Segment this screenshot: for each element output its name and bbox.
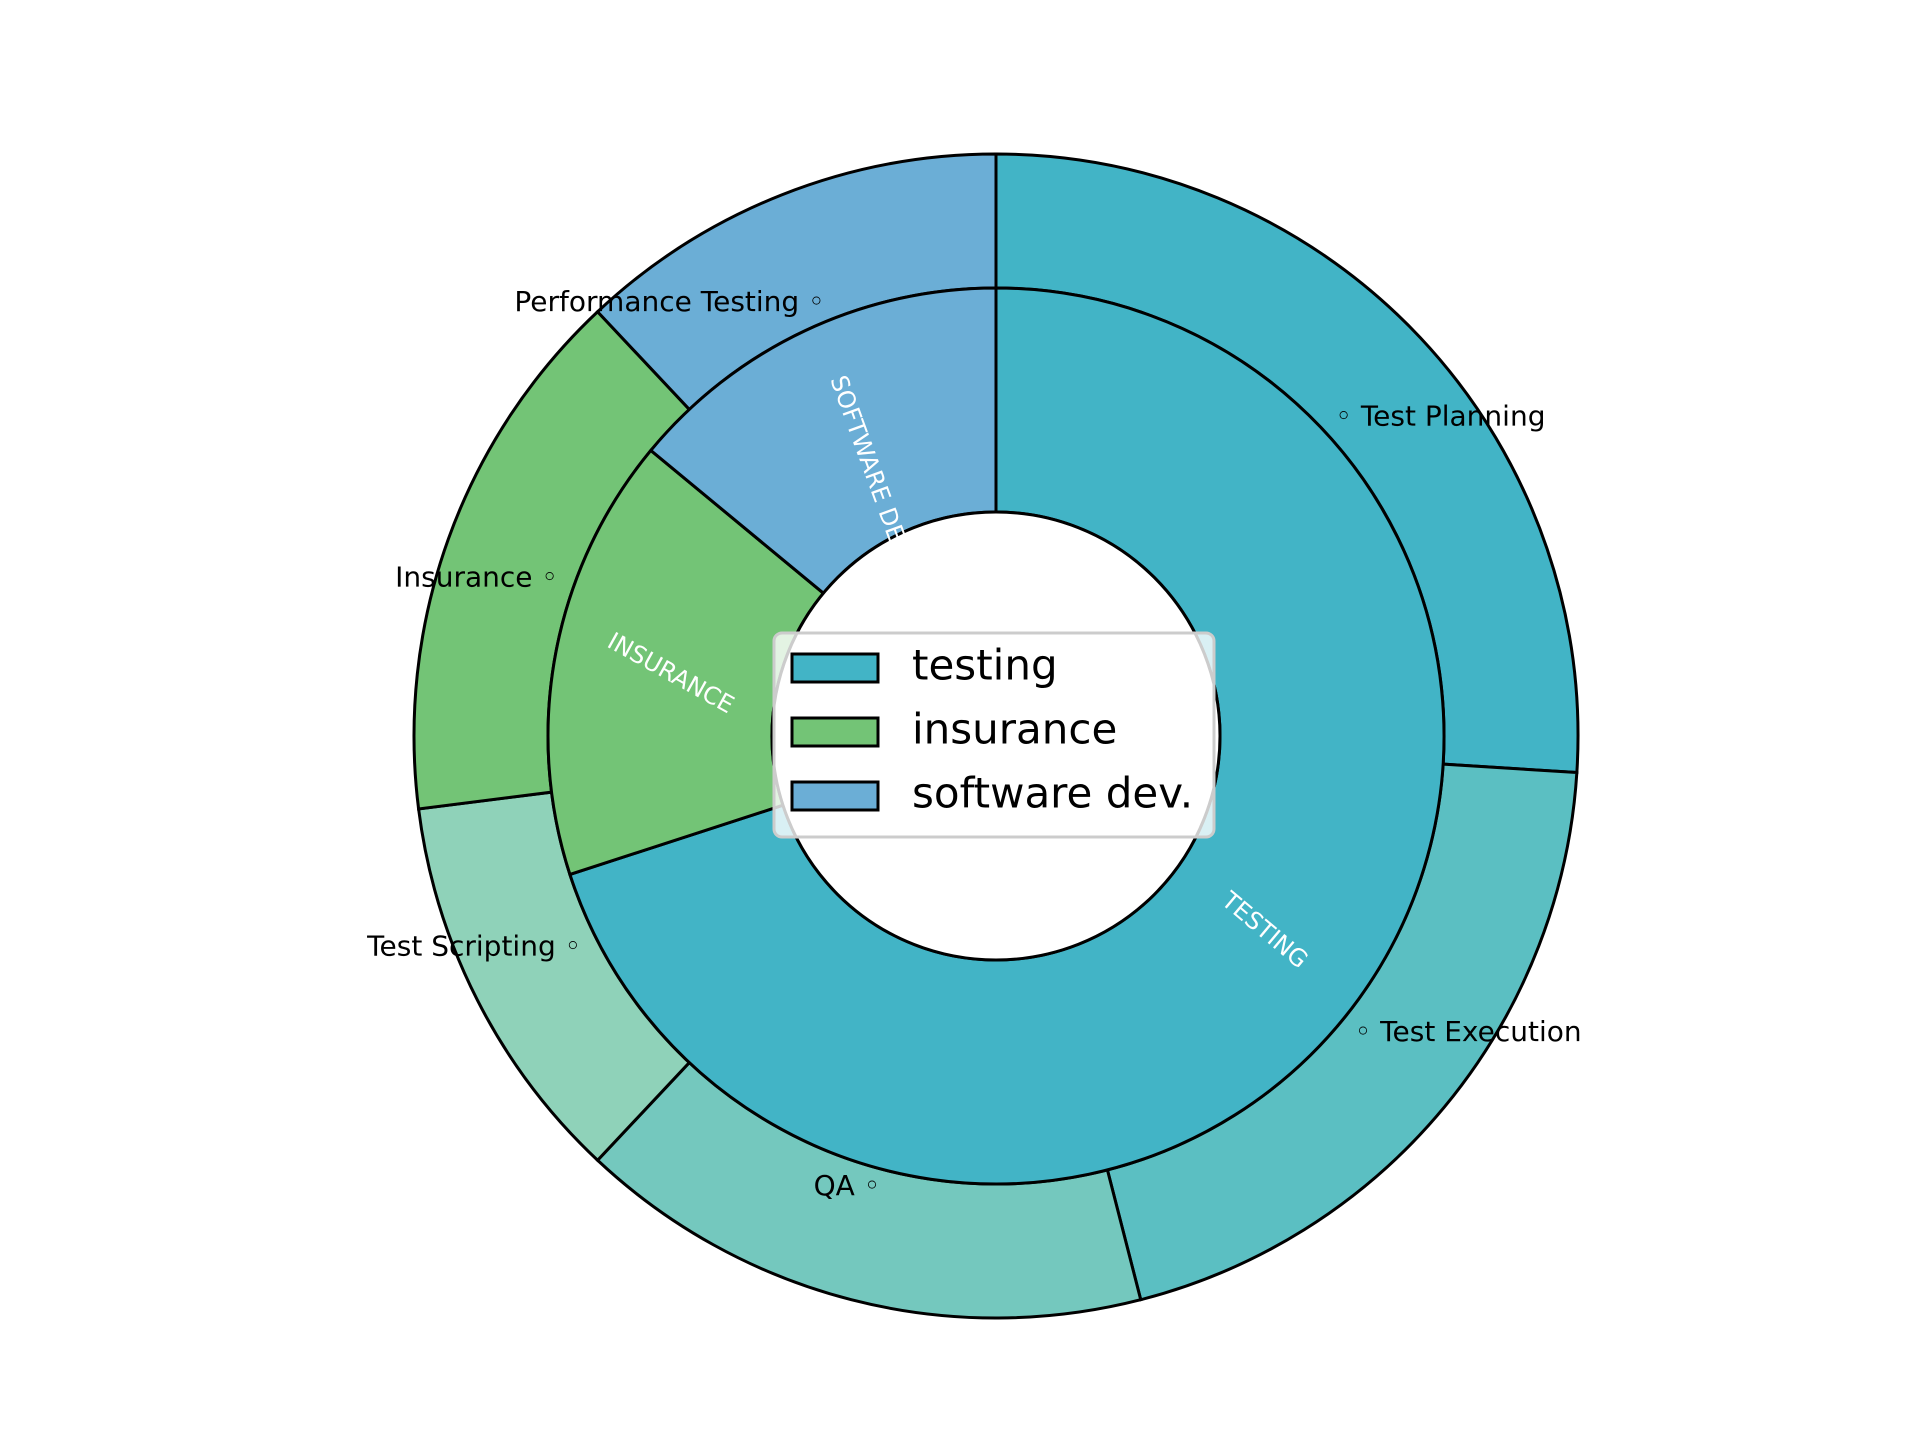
outer-label-test-planning: ◦ Test Planning [1335, 399, 1545, 432]
outer-label-performance-testing: Performance Testing ◦ [514, 285, 824, 318]
legend-swatch-software-dev [790, 780, 880, 812]
legend-frame [772, 631, 1216, 839]
outer-label-insurance: Insurance ◦ [395, 560, 558, 593]
outer-label-test-scripting: Test Scripting ◦ [366, 929, 581, 962]
legend-swatch-insurance [790, 716, 880, 748]
outer-label-test-execution: ◦ Test Execution [1355, 1015, 1582, 1048]
legend-swatch-testing [790, 652, 880, 684]
outer-label-qa: QA ◦ [814, 1169, 881, 1202]
legend-label-software-dev: software dev. [912, 769, 1193, 818]
legend: testing insurance software dev. [772, 631, 1216, 839]
legend-label-insurance: insurance [912, 705, 1117, 754]
outer-labels: ◦ Test Planning ◦ Test Execution QA ◦ Test … [366, 285, 1581, 1202]
outer-ring [412, 152, 1580, 1320]
legend-label-testing: testing [912, 641, 1058, 690]
